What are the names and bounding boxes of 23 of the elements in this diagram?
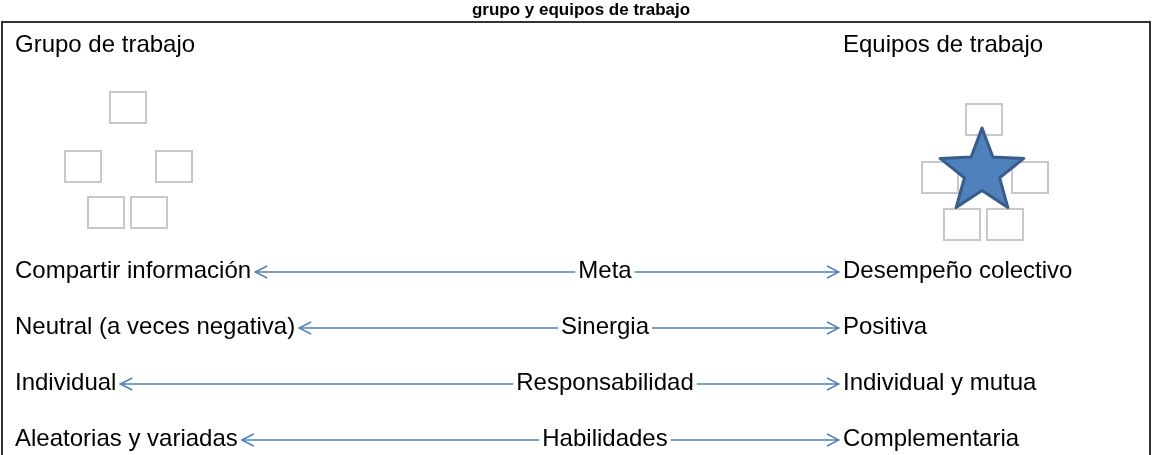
right-text: Desempeño colectivo [843,256,1073,284]
arrow [298,321,559,335]
arrow [633,265,840,279]
arrow [254,265,577,279]
arrow [669,433,840,447]
column-heading: Equipos de trabajo [843,30,1044,58]
criterion-text: Meta [578,256,632,284]
left-text: Aleatorias y variadas [15,424,238,452]
arrow [651,321,840,335]
left-text: Neutral (a veces negativa) [15,312,296,340]
right-text: Individual y mutua [843,368,1037,396]
arrow [119,377,515,391]
right-text: Positiva [843,312,928,340]
arrow [695,377,840,391]
arrow [241,433,541,447]
criterion-text: Responsabilidad [516,368,694,396]
title: grupo y equipos de trabajo [470,0,692,20]
criterion-text: Sinergia [560,312,650,340]
left-text: Compartir información [15,256,252,284]
right-text: Complementaria [843,424,1020,452]
left-text: Individual [15,368,117,396]
column-heading: Grupo de trabajo [15,30,196,58]
criterion-text: Habilidades [542,424,668,452]
